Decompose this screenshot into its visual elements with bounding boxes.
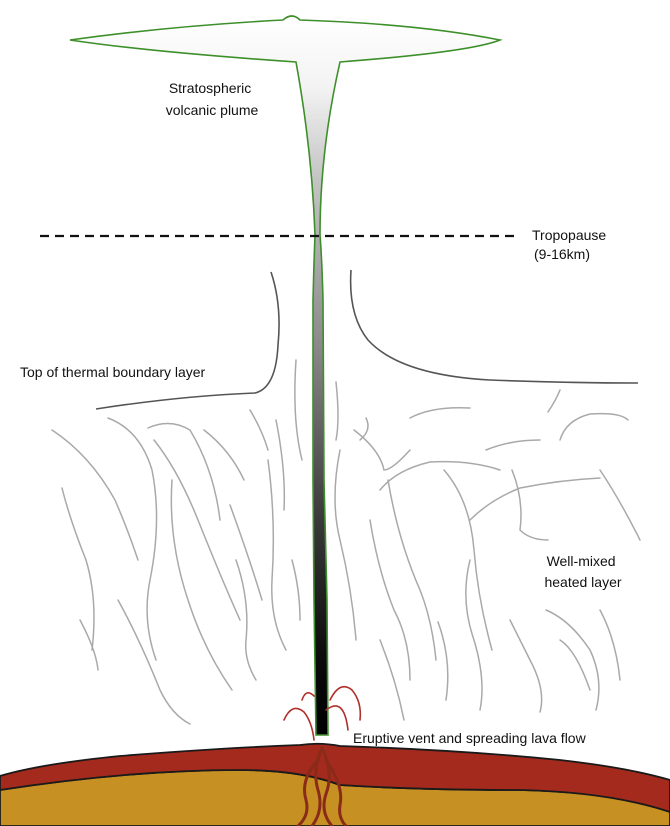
- convection-streak: [171, 480, 232, 690]
- thermal-boundary-line-left: [96, 272, 279, 409]
- mixed-layer-label: Well-mixed heated layer: [544, 553, 621, 590]
- convection-streak: [388, 480, 436, 660]
- convection-streak: [512, 470, 548, 540]
- thermal-boundary-line-right: [351, 270, 638, 383]
- convection-streak: [118, 600, 190, 724]
- convection-streak: [336, 382, 338, 440]
- convection-streak: [295, 360, 302, 460]
- convection-streak: [380, 462, 500, 490]
- mixed-layer-label-line2: heated layer: [544, 574, 621, 590]
- convection-streak: [354, 430, 410, 470]
- convection-streak: [600, 610, 620, 680]
- plume-label: Stratospheric volcanic plume: [166, 80, 259, 118]
- convection-streak: [108, 418, 157, 660]
- convection-streak: [148, 423, 220, 520]
- convection-streak: [410, 408, 470, 418]
- convection-streak: [52, 430, 138, 560]
- convection-streak: [380, 640, 404, 720]
- convection-streak: [466, 560, 482, 710]
- convection-streak: [80, 620, 98, 670]
- convection-streak: [548, 390, 560, 412]
- convection-streaks: [52, 360, 640, 724]
- convection-streak: [268, 460, 286, 650]
- convection-streak: [154, 440, 240, 620]
- plume-label-line2: volcanic plume: [166, 102, 259, 118]
- tropopause-label-line1: Tropopause: [532, 227, 606, 243]
- tropopause-label: Tropopause (9-16km): [532, 227, 610, 262]
- convection-streak: [292, 560, 300, 620]
- thermal-boundary-label: Top of thermal boundary layer: [20, 364, 206, 380]
- convection-streak: [546, 610, 599, 710]
- convection-streak: [230, 505, 262, 600]
- convection-streak: [444, 470, 492, 650]
- plume-label-line1: Stratospheric: [169, 80, 251, 96]
- convection-streak: [600, 470, 640, 540]
- mixed-layer-label-line1: Well-mixed: [547, 553, 616, 569]
- vent-label: Eruptive vent and spreading lava flow: [353, 730, 587, 746]
- convection-streak: [335, 450, 356, 640]
- convection-streak: [370, 520, 410, 680]
- convection-streak: [276, 420, 284, 510]
- convection-streak: [250, 410, 268, 450]
- convection-streak: [510, 620, 542, 712]
- tropopause-label-line2: (9-16km): [534, 246, 590, 262]
- convection-streak: [236, 560, 256, 680]
- convection-streak: [560, 414, 628, 440]
- convection-streak: [470, 478, 600, 520]
- convection-streak: [438, 622, 448, 700]
- convection-streak: [560, 640, 590, 690]
- convection-streak: [486, 440, 540, 450]
- convection-streak: [62, 488, 94, 650]
